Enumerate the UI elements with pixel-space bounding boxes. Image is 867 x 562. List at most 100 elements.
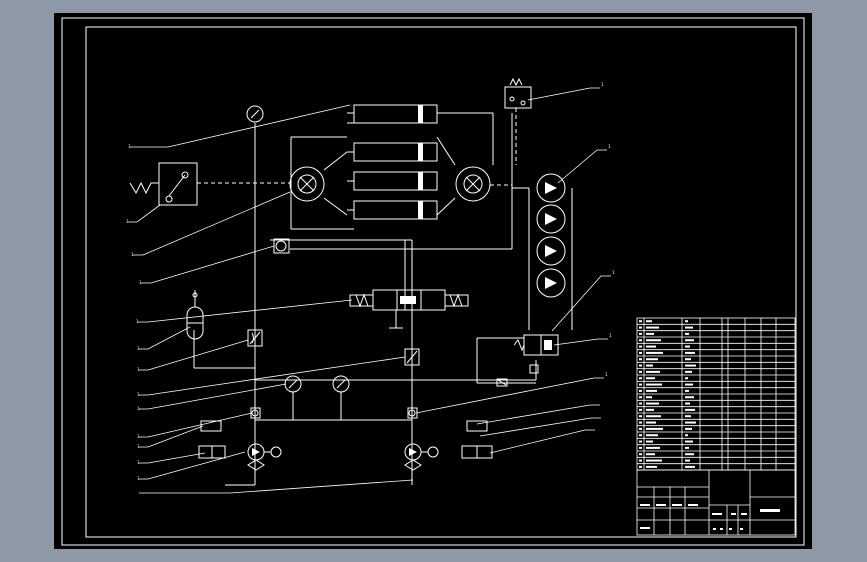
parts-list-index-mark [639, 415, 642, 418]
parts-list-index-mark [639, 339, 642, 342]
callout-number: 1 [612, 270, 615, 275]
parts-list-index-mark [639, 453, 642, 456]
pump-bank [536, 173, 566, 298]
callout-number: 1 [136, 319, 139, 324]
parts-list-index-mark [639, 459, 642, 462]
parts-list-index-mark [639, 440, 642, 443]
callout-number: 1 [128, 144, 131, 149]
parts-list-material-mark [685, 320, 688, 323]
parts-list-material-mark [685, 465, 695, 468]
parts-list-index-mark [639, 396, 642, 399]
parts-list-index-mark [639, 320, 642, 323]
pump-1 [536, 173, 566, 203]
parts-list-material-mark [685, 345, 690, 348]
leader-lines [128, 87, 611, 494]
parts-list-name-mark [646, 351, 663, 354]
callout-number: 1 [601, 82, 604, 87]
callout-number: 1 [137, 406, 140, 411]
parts-list-rows [637, 323, 795, 465]
parts-list-name-mark [646, 415, 661, 418]
parts-list-index-mark [639, 427, 642, 430]
callout-number: 1 [605, 372, 608, 377]
parts-list-index-mark [639, 446, 642, 449]
parts-list-index-mark [639, 402, 642, 405]
parts-list-index-mark [639, 370, 642, 373]
parts-list-material-mark [685, 402, 690, 405]
parts-list-material-mark [685, 446, 689, 449]
parts-list-material-mark [685, 427, 692, 430]
parts-list-index-mark [639, 351, 642, 354]
cylinder-1 [347, 104, 438, 124]
callout-number: 1 [139, 280, 142, 285]
parts-list-material-mark [685, 370, 692, 373]
directional-valve [349, 289, 469, 329]
parts-list-material-mark [685, 377, 688, 380]
parts-list-name-mark [646, 440, 653, 443]
callout-number: 1 [126, 219, 129, 224]
parts-list-name-mark [646, 396, 652, 399]
parts-list-material-mark [685, 339, 694, 342]
relief-valve-right [496, 334, 559, 387]
inner-frame [85, 26, 797, 538]
cylinder-stack [347, 104, 438, 220]
pipework [193, 112, 573, 486]
parts-list-name-mark [646, 389, 657, 392]
hydraulic-motor-right [455, 166, 491, 202]
callout-number: 1 [137, 392, 140, 397]
pump-2 [536, 204, 566, 234]
parts-list-name-mark [646, 358, 658, 361]
parts-list-material-mark [685, 383, 693, 386]
title-block [636, 469, 796, 536]
parts-list-name-mark [646, 421, 656, 424]
cylinder-4 [347, 200, 438, 220]
parts-list-index-mark [639, 408, 642, 411]
parts-list-index-mark [639, 326, 642, 329]
parts-list-name-mark [646, 427, 663, 430]
pressure-gauge-top [246, 105, 264, 123]
parts-list-table [636, 317, 796, 471]
callout-number: 1 [608, 144, 611, 149]
parts-list-material-mark [685, 351, 695, 354]
pressure-switch-left [129, 162, 198, 206]
accumulator [186, 290, 204, 340]
parts-list-index-mark [639, 377, 642, 380]
parts-list-name-mark [646, 332, 654, 335]
parts-list-material-mark [685, 440, 693, 443]
parts-list-material-mark [685, 453, 694, 456]
pump-4 [536, 268, 566, 298]
parts-list-index-mark [639, 389, 642, 392]
parts-list-name-mark [646, 408, 654, 411]
callout-number: 1 [137, 434, 140, 439]
parts-list-material-mark [685, 326, 693, 329]
outer-frame [61, 17, 805, 546]
parts-list-index-mark [639, 421, 642, 424]
throttle-valve-left [247, 329, 263, 347]
parts-list-material-mark [685, 364, 696, 367]
parts-list-material-mark [685, 459, 690, 462]
parts-list-index-mark [639, 465, 642, 468]
callout-number: 1 [137, 367, 140, 372]
parts-list-name-mark [646, 383, 662, 386]
parts-list-name-mark [646, 370, 660, 373]
cylinder-3 [347, 171, 438, 191]
title-block-mark [760, 509, 780, 512]
parts-list-name-mark [646, 320, 652, 323]
parts-list-index-mark [639, 434, 642, 437]
callout-number: 1 [137, 444, 140, 449]
cylinder-2 [347, 142, 438, 162]
callout-number: 1 [137, 460, 140, 465]
pump-unit-left [198, 420, 282, 471]
parts-list-name-mark [646, 339, 661, 342]
parts-list-index-mark [639, 383, 642, 386]
parts-list-name-mark [646, 446, 660, 449]
pressure-gauge-mid-right [332, 375, 350, 393]
parts-list-name-mark [646, 345, 656, 348]
parts-list-material-mark [685, 332, 689, 335]
parts-list-material-mark [685, 415, 691, 418]
parts-list-material-mark [685, 434, 688, 437]
callout-number: 1 [137, 476, 140, 481]
callout-number: 1 [131, 252, 134, 257]
parts-list-name-mark [646, 434, 658, 437]
parts-list-material-mark [685, 389, 689, 392]
